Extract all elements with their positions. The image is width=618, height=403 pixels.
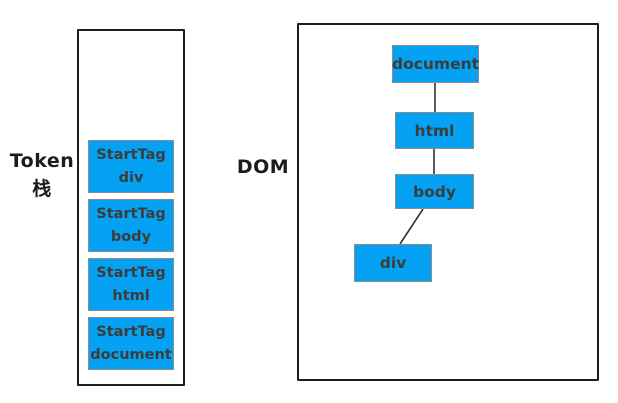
dom-tree-label-text: DOM [236,156,290,178]
dom-node-div-label: div [379,254,407,272]
dom-node-html: html [395,112,474,149]
token-stack-label: Token 栈 [10,150,74,201]
token-label: StartTag [96,206,166,223]
dom-tree-label: DOM [235,156,291,178]
edge-body-div [399,208,424,245]
token-label: StartTag [96,324,166,341]
dom-tree-container: document html body div [297,23,599,381]
token-stack-label-line1: Token [9,150,75,172]
dom-node-document: document [392,45,479,83]
token-starttag-body: StartTag body [88,199,174,252]
dom-node-body-label: body [413,182,456,201]
token-tagname: document [90,346,172,363]
token-starttag-div: StartTag div [88,140,174,193]
token-label: StartTag [96,265,166,282]
token-stack-label-line2: 栈 [32,178,52,200]
token-starttag-html: StartTag html [88,258,174,311]
dom-node-body: body [395,174,474,209]
dom-node-document-label: document [391,55,480,73]
token-label: StartTag [96,147,166,164]
token-tagname: html [112,287,150,304]
dom-node-div: div [354,244,432,282]
token-tagname: body [110,228,152,245]
token-stack-container: StartTag div StartTag body StartTag html… [77,29,185,386]
token-starttag-document: StartTag document [88,317,174,370]
token-tagname: div [118,169,144,186]
dom-node-html-label: html [414,121,455,140]
